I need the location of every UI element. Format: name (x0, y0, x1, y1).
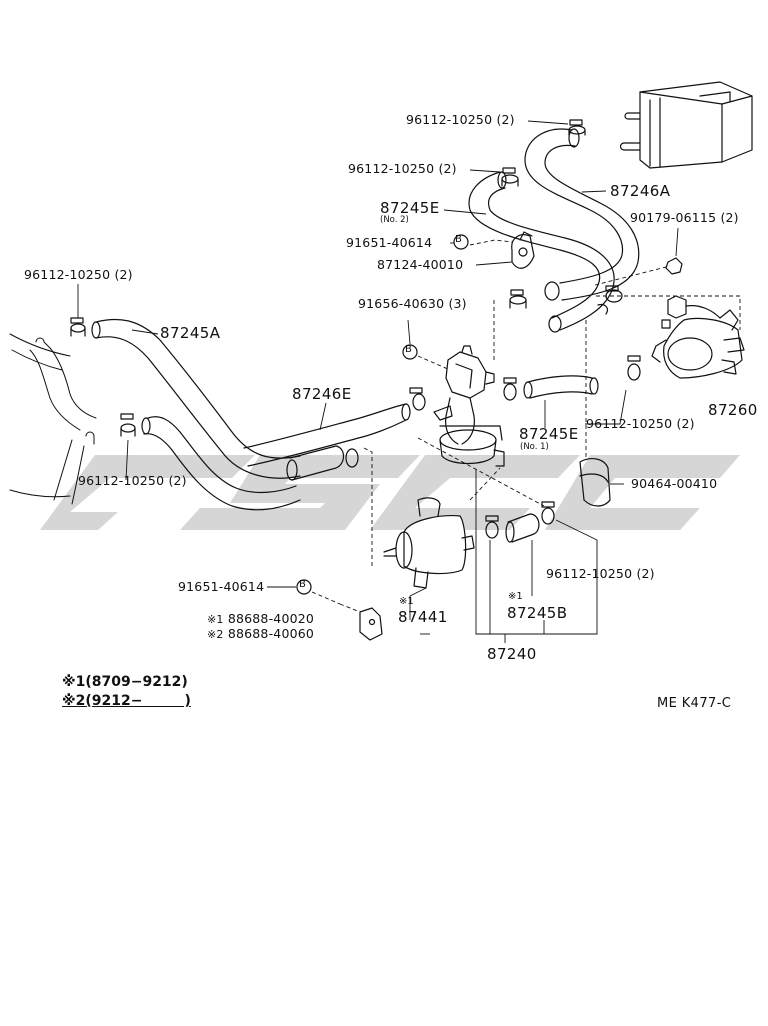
part-label: 90179-06115 (2) (630, 210, 739, 225)
bracket-87124 (511, 231, 535, 269)
hose-87246E (243, 403, 411, 467)
engine-outline (9, 333, 97, 505)
nut (665, 257, 683, 275)
hose-clamp (568, 119, 586, 136)
part-note: (No. 1) (520, 442, 549, 452)
part-label: 91651-40614 (346, 235, 433, 250)
hose-87245E-no1 (523, 375, 599, 399)
watermark (40, 455, 740, 530)
part-label: 96112-10250 (2) (24, 267, 133, 282)
hose-clamp (541, 501, 555, 525)
hose-clamp (345, 448, 359, 468)
part-label: 87246E (292, 385, 352, 403)
hose-clamp (485, 515, 499, 539)
hose-87245A (91, 318, 345, 511)
hose-clamp (501, 167, 519, 187)
hose-clamp (509, 289, 527, 309)
part-label: 96112-10250 (2) (348, 161, 457, 176)
part-label: ※1 88688-40020 (207, 611, 315, 627)
part-label: 87246A (610, 182, 671, 200)
bolt-marker-letter: B (299, 579, 307, 590)
dashed-guides (311, 239, 741, 613)
part-label: 96112-10250 (2) (406, 112, 515, 127)
hose-clamp (70, 317, 86, 337)
hose-clamp (120, 413, 136, 437)
part-label: 96112-10250 (2) (586, 416, 695, 431)
part-mark: ※1 (399, 596, 414, 607)
part-label: 87240 (487, 645, 537, 663)
part-label: 91656-40630 (3) (358, 296, 467, 311)
part-label: ※2 88688-40060 (207, 626, 315, 642)
legend-line-2: ※2(9212− ) (62, 693, 191, 709)
hose-clamp (409, 387, 426, 411)
part-label: 87245B (507, 604, 568, 622)
legend-line-1: ※1(8709−9212) (62, 674, 188, 690)
hose-87245B (505, 513, 540, 543)
cover-90464 (579, 458, 611, 507)
part-label: 87124-40010 (377, 257, 464, 272)
part-note: (No. 2) (380, 215, 409, 225)
part-label: 96112-10250 (2) (546, 566, 655, 581)
part-label: 87260 (708, 401, 758, 419)
part-label: 87441 (398, 608, 448, 626)
bolt-marker (296, 234, 469, 595)
hose-clamp (605, 285, 623, 303)
diagram-reference-code: ME K477-C (657, 696, 732, 711)
filter-87441 (383, 497, 475, 589)
bolt-marker-letter: B (405, 344, 413, 355)
leader-lines (77, 120, 679, 643)
part-label: 87245E (380, 199, 440, 217)
vsv-87260 (651, 295, 745, 379)
bracket-88688 (359, 607, 383, 641)
part-label: 87245A (160, 324, 221, 342)
hose-87246A (524, 128, 640, 301)
part-mark: ※1 (508, 591, 523, 602)
part-label: 90464-00410 (631, 476, 718, 491)
part-label: 96112-10250 (2) (78, 473, 187, 488)
charcoal-canister (619, 81, 753, 169)
hose-87245E-no2 (468, 171, 615, 333)
valve-87240 (433, 345, 505, 467)
bolt-marker-letter: B (455, 234, 463, 245)
hose-clamp (503, 377, 517, 401)
part-label: 87245E (519, 425, 579, 443)
hose-clamp (627, 355, 641, 381)
part-label: 91651-40614 (178, 579, 265, 594)
